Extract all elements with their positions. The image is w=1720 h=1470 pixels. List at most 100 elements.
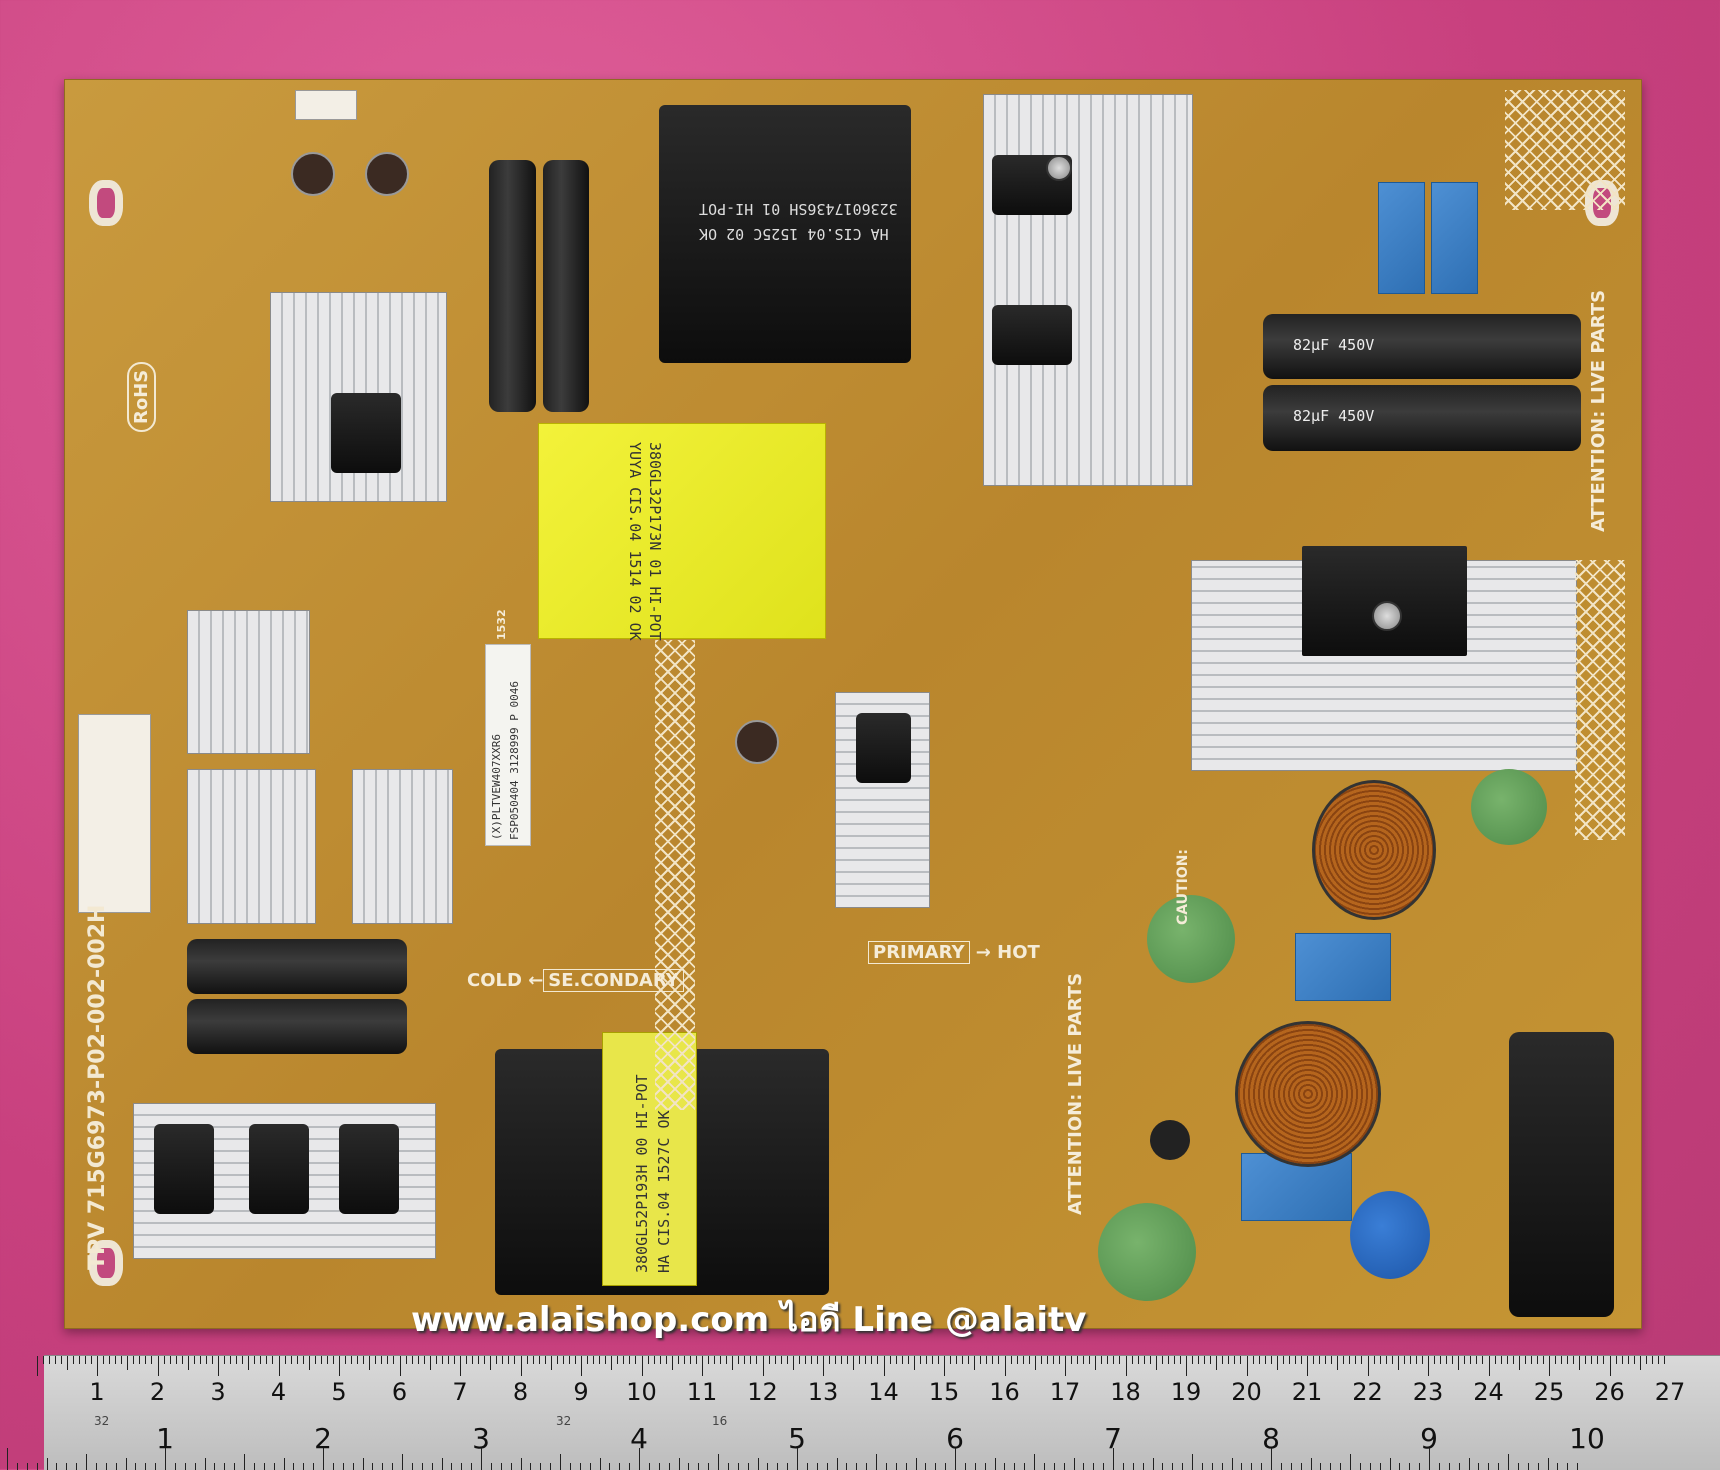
ruler-tick (797, 1448, 798, 1470)
ruler-tick (441, 1356, 443, 1364)
ruler-cm-label: 25 (1533, 1378, 1565, 1406)
ruler-cm-label: 16 (989, 1378, 1020, 1406)
ruler-tick (1359, 1463, 1361, 1470)
ruler-tick (382, 1463, 384, 1470)
ruler-tick (1186, 1356, 1187, 1376)
ruler-tick (296, 1356, 298, 1364)
heatsink (270, 292, 447, 502)
ruler-tick (1143, 1356, 1145, 1364)
ruler-tick (556, 1356, 558, 1364)
transformer-label: HA CIS.04 1527C OK (655, 1110, 673, 1273)
ruler-tick (109, 1356, 111, 1364)
ruler-tick (623, 1356, 625, 1364)
ruler-tick (357, 1356, 359, 1364)
ruler-tick (984, 1463, 986, 1470)
ruler-tick (1198, 1356, 1200, 1364)
ruler-cm-label: 2 (149, 1378, 166, 1406)
ruler-inch-label: 4 (630, 1422, 648, 1455)
ruler-tick (1585, 1356, 1587, 1364)
ruler-tick (1300, 1356, 1302, 1364)
ruler-tick (647, 1356, 649, 1364)
ruler-tick (562, 1356, 564, 1364)
ruler-tick (1028, 1356, 1030, 1364)
ruler-cm-label: 20 (1231, 1378, 1262, 1406)
attention-label: ATTENTION: LIVE PARTS (1588, 289, 1609, 532)
ruler-tick (1173, 1356, 1175, 1364)
ruler-tick (1241, 1463, 1243, 1470)
ruler-tick (272, 1356, 274, 1364)
small-capacitor (291, 152, 335, 196)
ruler-tick (1530, 1356, 1532, 1364)
ruler-tick (526, 1356, 528, 1364)
ruler-tick (841, 1356, 843, 1364)
capacitor-label: 82µF 450V (1293, 336, 1375, 354)
electrolytic-capacitor (187, 999, 407, 1054)
ruler-tick (835, 1356, 837, 1364)
ruler-tick (46, 1458, 48, 1470)
ruler-tick (381, 1356, 383, 1364)
ruler-tick (992, 1356, 994, 1364)
ruler-tick (1557, 1463, 1559, 1470)
ruler-tick (698, 1463, 700, 1470)
ruler-tick (1621, 1356, 1623, 1364)
rohs-mark: RoHS (127, 361, 156, 432)
ruler-tick (48, 1356, 50, 1364)
ruler-tick (550, 1356, 552, 1370)
ruler-tick (714, 1356, 716, 1364)
ruler-tick (218, 1356, 219, 1376)
ruler-tick (885, 1463, 887, 1470)
ruler-tick (411, 1463, 413, 1470)
ruler-tick (1016, 1356, 1018, 1364)
primary-label: PRIMARY (868, 941, 970, 964)
ruler-tick (303, 1463, 305, 1470)
ruler-tick (974, 1463, 976, 1470)
ruler-tick (320, 1356, 322, 1364)
ruler-cm-label: 1 (89, 1378, 105, 1406)
ruler-tick (768, 1356, 770, 1364)
ruler-tick (7, 1448, 8, 1470)
ruler-tick (747, 1463, 749, 1470)
signal-connector[interactable] (295, 90, 357, 120)
ruler-tick (550, 1463, 552, 1470)
ruler-tick (447, 1356, 449, 1364)
ruler-tick (1537, 1463, 1539, 1470)
heatsink (187, 769, 316, 924)
ruler-tick (1034, 1356, 1036, 1370)
ruler-tick (648, 1463, 650, 1470)
mounting-hole (89, 180, 123, 226)
ruler-tick (876, 1454, 877, 1470)
transistor (339, 1124, 399, 1214)
ruler-tick (708, 1463, 710, 1470)
ruler-tick (1307, 1356, 1308, 1376)
ruler-tick (481, 1448, 482, 1470)
ruler-tick (90, 1356, 92, 1364)
ruler-tick (510, 1463, 512, 1470)
ruler-tick (1379, 1356, 1381, 1364)
ruler-tick (266, 1356, 268, 1364)
ruler-tick (36, 1356, 38, 1376)
ruler-tick (1403, 1356, 1405, 1364)
ruler-tick (1421, 1356, 1423, 1364)
ruler-tick (1246, 1356, 1248, 1376)
ruler-tick (895, 1356, 897, 1364)
ruler-tick (339, 1356, 340, 1376)
ruler-tick (1542, 1356, 1544, 1364)
ruler-tick (1555, 1356, 1557, 1364)
ruler-tick (1343, 1356, 1345, 1364)
ruler-tick (145, 1463, 147, 1470)
ruler-tick (1561, 1356, 1563, 1364)
ruler-tick (732, 1356, 734, 1370)
ruler-tick (780, 1356, 782, 1364)
ruler-tick (569, 1463, 571, 1470)
ruler-tick (836, 1458, 838, 1470)
ruler-tick (36, 1463, 38, 1470)
thermistor (1147, 895, 1235, 983)
x-capacitor (1378, 182, 1425, 294)
ruler-tick (1052, 1356, 1054, 1364)
transistor (154, 1124, 214, 1214)
ruler-tick (1300, 1463, 1302, 1470)
ruler-tick (1331, 1356, 1333, 1364)
output-connector[interactable] (78, 714, 151, 913)
ruler-tick (97, 1356, 98, 1376)
heatsink (835, 692, 930, 908)
